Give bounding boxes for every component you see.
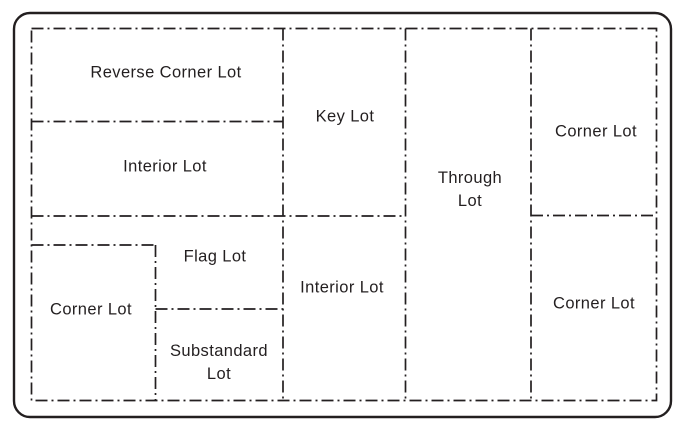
lot-label-substandard: Substandard Lot bbox=[170, 342, 268, 383]
lot-label-interior-upper-left: Interior Lot bbox=[123, 157, 207, 176]
block-outline bbox=[12, 11, 673, 419]
lot-label-corner-lower-right: Corner Lot bbox=[553, 294, 635, 313]
lot-label-flag: Flag Lot bbox=[183, 247, 247, 266]
lot-label-corner-lower-left: Corner Lot bbox=[50, 300, 132, 319]
lot-label-key: Key Lot bbox=[315, 107, 375, 126]
lot-label-reverse-corner: Reverse Corner Lot bbox=[90, 63, 242, 82]
block-inner-boundary-line bbox=[30, 27, 658, 402]
lot-label-corner-upper-right: Corner Lot bbox=[555, 122, 637, 141]
lot-label-interior-lower-middle: Interior Lot bbox=[300, 278, 384, 297]
lot-label-through: Through Lot bbox=[437, 169, 503, 210]
